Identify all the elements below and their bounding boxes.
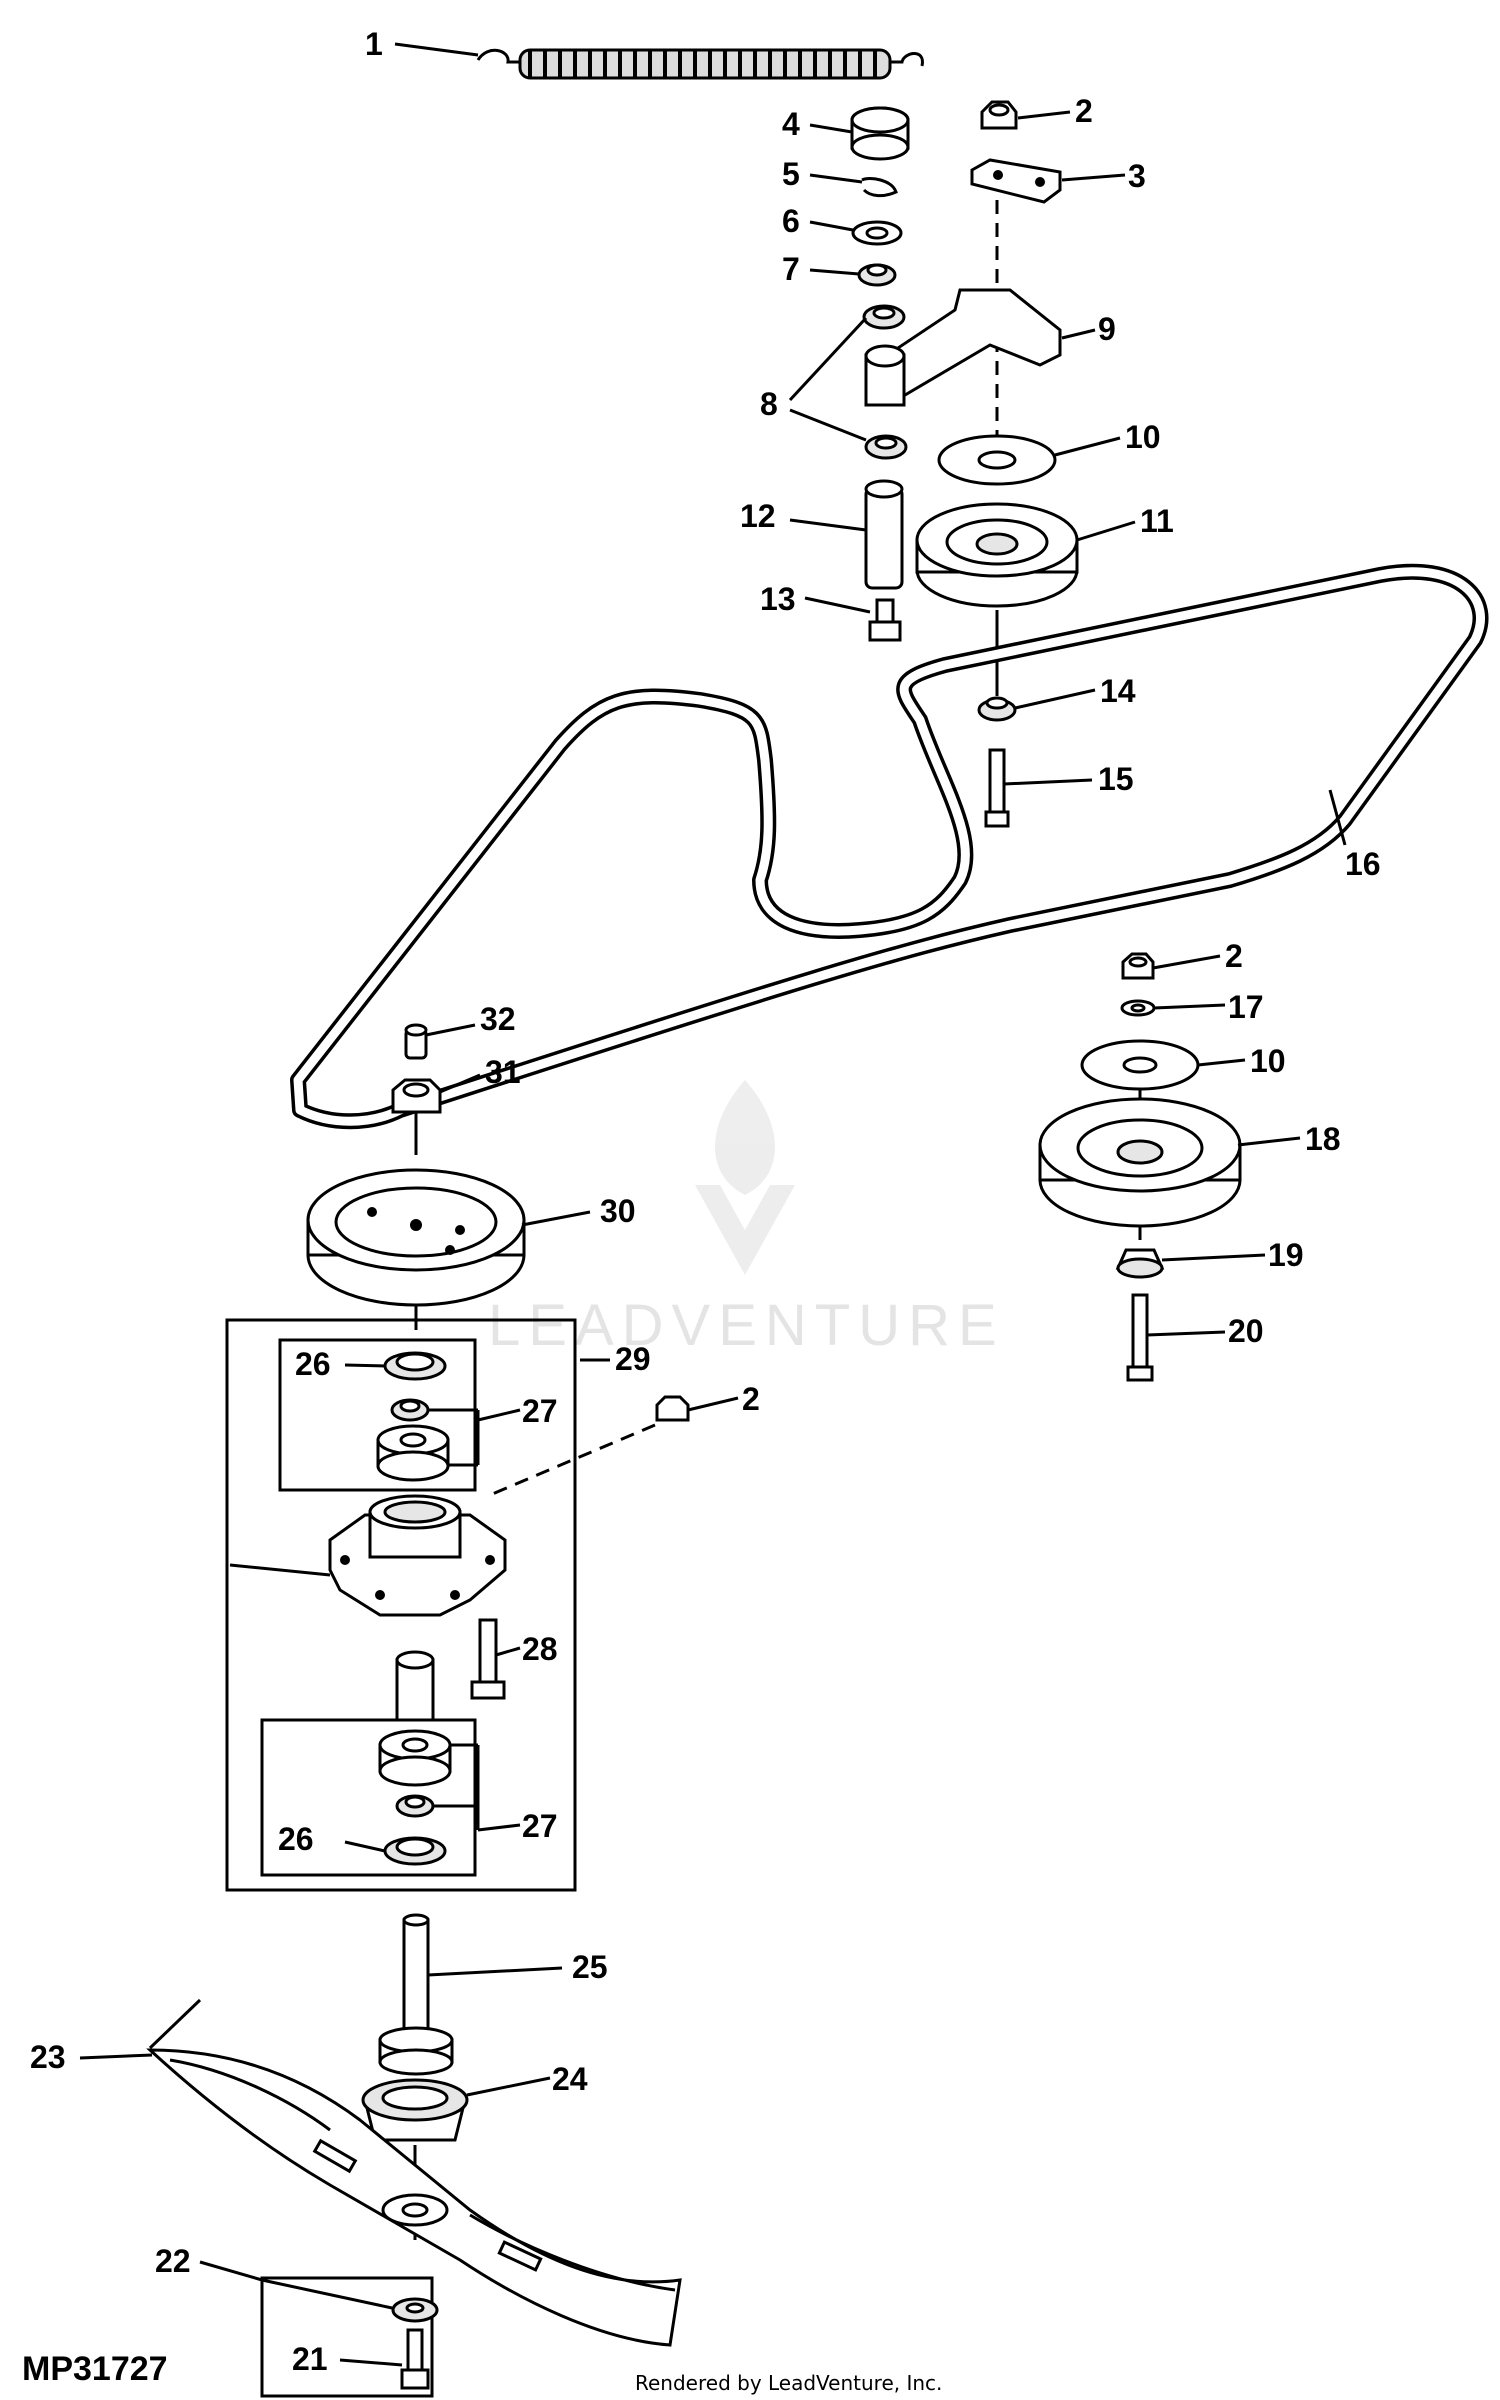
spindle-assembly [225,1023,690,2240]
spring-part [476,48,924,80]
callout-14: 14 [1100,673,1136,709]
callout-1: 1 [365,26,383,62]
callout-3: 3 [1128,158,1146,194]
callout-23: 23 [30,2039,66,2075]
blade-bolt-assembly [260,2276,439,2398]
callout-22: 22 [155,2243,191,2279]
callout-32: 32 [480,1001,516,1037]
callout-28: 28 [522,1631,558,1667]
callout-12: 12 [740,498,776,534]
callout-30: 30 [600,1193,636,1229]
right-idler-assembly [1038,952,1242,1382]
upper-idler-assembly [850,100,1079,828]
callout-26-upper: 26 [295,1346,331,1382]
render-credit: Rendered by LeadVenture, Inc. [635,2371,942,2395]
callout-27-upper: 27 [522,1393,558,1429]
callout-17: 17 [1228,989,1264,1025]
callout-7: 7 [782,251,800,287]
callout-labels: 1 2 3 4 5 6 7 9 8 10 11 12 13 14 15 16 2… [30,26,1381,2377]
callout-9: 9 [1098,311,1116,347]
watermark-logo [695,1080,795,1275]
callout-5: 5 [782,156,800,192]
diagram-code: MP31727 [22,2350,168,2388]
callout-15: 15 [1098,761,1134,797]
callout-31: 31 [485,1054,521,1090]
callout-20: 20 [1228,1313,1264,1349]
callout-10-top: 10 [1125,419,1161,455]
callout-4: 4 [782,106,800,142]
callout-27-lower: 27 [522,1808,558,1844]
callout-16: 16 [1345,846,1381,882]
callout-2-right: 2 [1225,938,1243,974]
callout-25: 25 [572,1949,608,1985]
callout-24: 24 [552,2061,588,2097]
callout-26-lower: 26 [278,1821,314,1857]
callout-29: 29 [615,1341,651,1377]
callout-21: 21 [292,2341,328,2377]
leader-lines [79,42,1347,2367]
belt-part [290,563,1489,1130]
callout-6: 6 [782,203,800,239]
callout-11: 11 [1140,503,1174,539]
watermark-text: LEADVENTURE [488,1293,1005,1358]
callout-8: 8 [760,386,778,422]
callout-10-right: 10 [1250,1043,1286,1079]
callout-18: 18 [1305,1121,1341,1157]
callout-2-top: 2 [1075,93,1093,129]
callout-19: 19 [1268,1237,1304,1273]
callout-2-spindle: 2 [742,1381,760,1417]
blade-part [146,2048,682,2347]
callout-13: 13 [760,581,796,617]
